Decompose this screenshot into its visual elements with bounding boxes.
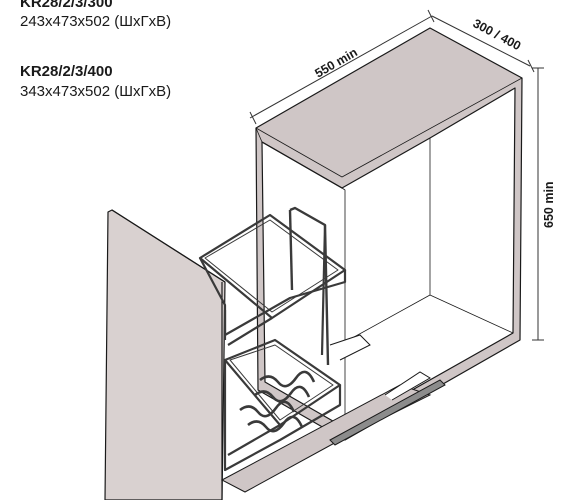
model-code-400: KR28/2/3/400 (20, 63, 113, 80)
dimensions-400: 343x473x502 (ШхГхВ) (20, 83, 172, 100)
dimension-lines (249, 9, 544, 341)
upper-basket (198, 206, 347, 366)
model-code-300: KR28/2/3/300 (20, 0, 113, 11)
drawer-front-panel (104, 209, 226, 500)
width-dimension-label: 300 / 400 (471, 16, 524, 53)
dimensions-300: 243x473x502 (ШхГхВ) (20, 13, 172, 30)
lower-basket (223, 338, 342, 472)
height-dimension-label: 650 min (542, 181, 556, 228)
cabinet-interior (261, 87, 516, 429)
bottom-slide-rail (220, 334, 446, 493)
